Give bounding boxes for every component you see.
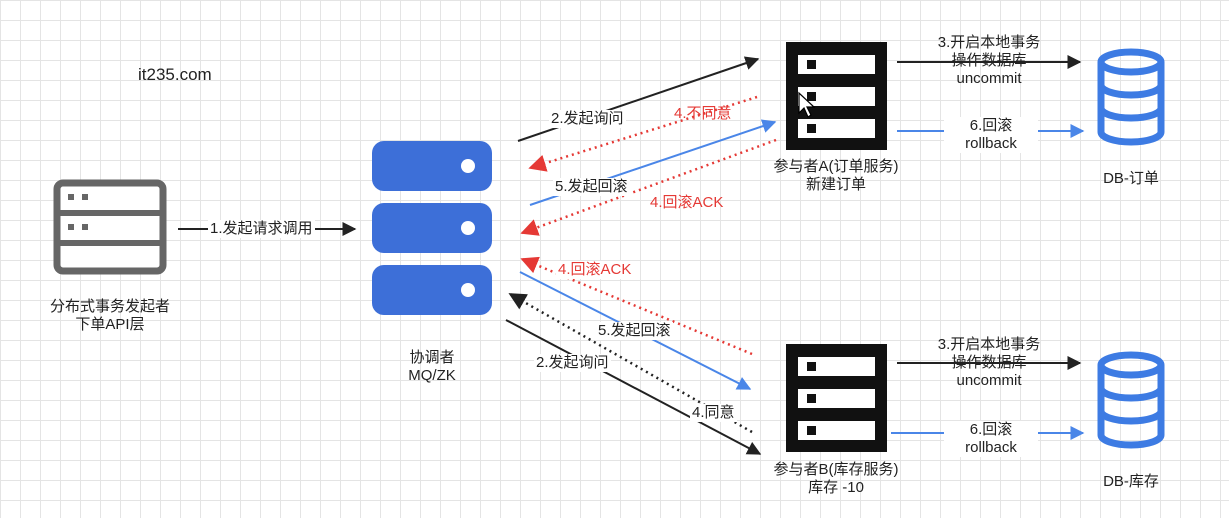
participant-a-label-line2: 新建订单 <box>805 176 866 193</box>
initiator-label: 分布式事务发起者 下单API层 <box>30 298 190 334</box>
b-tx-label-line2: 操作数据库 <box>951 354 1027 371</box>
b-rollback-ack-label: 4.回滚ACK <box>556 261 634 279</box>
a-rb-label-line1: 6.回滚 <box>969 117 1013 134</box>
a-tx-label-line1: 3.开启本地事务 <box>937 34 1041 51</box>
participant-a-label-line1: 参与者A(订单服务) <box>773 158 899 175</box>
participant-a-label: 参与者A(订单服务) 新建订单 <box>746 158 926 194</box>
participant-b-label: 参与者B(库存服务) 库存 -10 <box>746 461 926 497</box>
initiator-server-icon <box>53 179 167 275</box>
a-disagree-label: 4.不同意 <box>674 105 732 122</box>
db-stock-label: DB-库存 <box>1103 473 1159 490</box>
b-rb-label-line2: rollback <box>965 439 1017 456</box>
a-rb-label-line2: rollback <box>965 135 1017 152</box>
coordinator-label: 协调者 MQ/ZK <box>372 349 492 385</box>
b-tx-label-line3: uncommit <box>956 372 1022 389</box>
b-tx-label-line1: 3.开启本地事务 <box>937 336 1041 353</box>
b-agree-label: 4.同意 <box>690 404 737 422</box>
b-ask-label: 2.发起询问 <box>534 354 611 372</box>
a-tx-label-line3: uncommit <box>956 70 1022 87</box>
initiator-label-line2: 下单API层 <box>75 316 145 333</box>
participant-b-server-icon <box>786 344 887 452</box>
initiator-label-line1: 分布式事务发起者 <box>49 298 170 315</box>
a-ask-label: 2.发起询问 <box>549 110 626 128</box>
b-ask-arrow <box>505 319 762 455</box>
a-rollback-label: 5.发起回滚 <box>553 178 630 196</box>
coordinator-label-line2: MQ/ZK <box>408 367 456 384</box>
participant-b-label-line2: 库存 -10 <box>808 479 864 496</box>
coordinator-label-line1: 协调者 <box>409 349 455 366</box>
b-agree-arrow <box>508 292 753 434</box>
b-tx-label: 3.开启本地事务 操作数据库 uncommit <box>914 336 1064 390</box>
db-stock-database-icon <box>1097 351 1165 449</box>
invoke-label: 1.发起请求调用 <box>208 220 315 238</box>
db-order-database-icon <box>1097 48 1165 146</box>
db-order-label: DB-订单 <box>1103 170 1159 187</box>
participant-b-label-line1: 参与者B(库存服务) <box>773 461 899 478</box>
b-rb-label-line1: 6.回滚 <box>969 421 1013 438</box>
a-disagree-arrow <box>528 95 758 172</box>
a-rb-label: 6.回滚 rollback <box>944 117 1038 153</box>
participant-a-server-icon <box>786 42 887 150</box>
a-tx-label-line2: 操作数据库 <box>951 52 1027 69</box>
a-rollback-ack-label: 4.回滚ACK <box>650 194 724 211</box>
mouse-cursor-icon <box>798 91 816 118</box>
watermark-text: it235.com <box>138 65 212 84</box>
b-rb-label: 6.回滚 rollback <box>944 421 1038 457</box>
coordinator-server-stack-icon <box>372 141 492 315</box>
a-ask-arrow <box>517 56 760 142</box>
b-rollback-label: 5.发起回滚 <box>596 322 673 340</box>
a-tx-label: 3.开启本地事务 操作数据库 uncommit <box>914 34 1064 88</box>
